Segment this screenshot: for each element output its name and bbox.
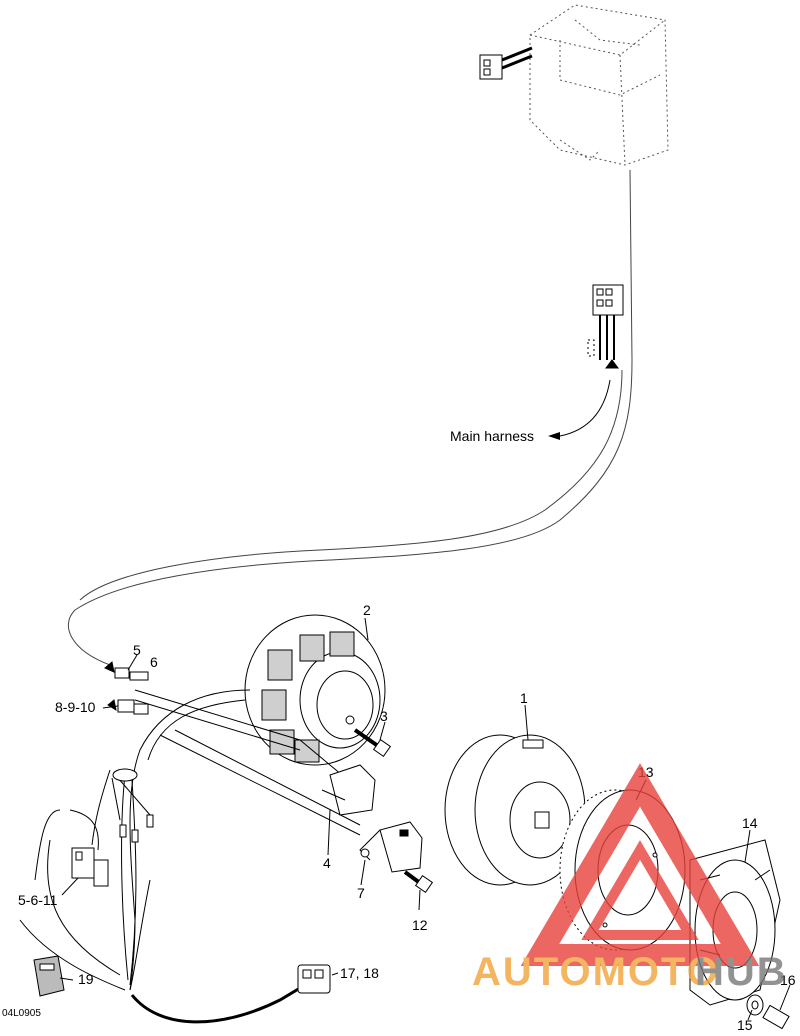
black-wire-drawing — [130, 983, 306, 1024]
screw-3-drawing — [353, 728, 392, 758]
callout-15: 15 — [737, 1017, 753, 1033]
connector-17-18-drawing — [297, 964, 331, 994]
main-harness-label: Main harness — [450, 428, 534, 444]
drawing-code: 04L0905 — [2, 1008, 41, 1019]
main-harness-pointer: Main harness — [450, 379, 611, 444]
callout-8-9-10: 8-9-10 — [55, 699, 96, 715]
connector-8-9-10-drawing — [107, 699, 149, 715]
callout-4: 4 — [323, 855, 331, 871]
callout-17-18: 17, 18 — [340, 965, 379, 981]
leader-lines — [59, 617, 791, 1021]
callout-5: 5 — [133, 642, 141, 658]
connector-19-drawing — [33, 955, 65, 997]
watermark-text-hub: HUB — [695, 950, 788, 994]
flywheel-drawing — [444, 734, 586, 886]
washer-15-drawing — [746, 994, 764, 1016]
connector-5-6-drawing — [104, 661, 149, 681]
callout-7: 7 — [357, 885, 365, 901]
sensor-7-drawing — [359, 821, 423, 873]
callout-19: 19 — [78, 971, 94, 987]
callout-12: 12 — [412, 917, 428, 933]
connector-5-6-11-drawing — [71, 847, 109, 887]
trigger-coil-drawing — [321, 764, 376, 816]
callout-1: 1 — [520, 690, 528, 706]
tie-wrap-drawing — [112, 768, 154, 843]
lower-harness-drawing — [19, 769, 151, 991]
harness-connector-drawing — [587, 284, 624, 369]
screw-16-drawing — [762, 1004, 790, 1030]
callout-5-6-11: 5-6-11 — [18, 892, 58, 908]
watermark-logo: AUTOMOTO HUB — [472, 763, 788, 994]
callout-2: 2 — [363, 602, 371, 618]
coil-connector-drawing — [479, 46, 533, 80]
stator-drawing — [244, 614, 386, 766]
callout-16: 16 — [780, 972, 796, 988]
ignition-coil-drawing — [529, 4, 669, 166]
watermark-text-automoto: AUTOMOTO — [472, 950, 720, 994]
callout-6: 6 — [150, 654, 158, 670]
callout-3: 3 — [380, 708, 388, 724]
callout-14: 14 — [742, 815, 758, 831]
watermark-triangle-icon — [520, 763, 760, 966]
screw-12-drawing — [403, 870, 434, 894]
coil-cable-drawing — [67, 169, 633, 666]
